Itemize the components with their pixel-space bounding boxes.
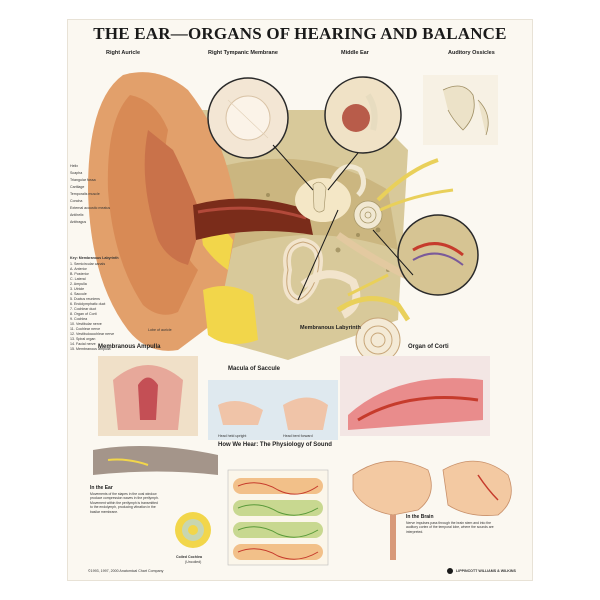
left-label: Temporalis muscle bbox=[70, 192, 100, 196]
key-item: 9. Cochlea bbox=[70, 317, 88, 321]
label-right-auricle: Right Auricle bbox=[106, 50, 141, 56]
key-item: 10. Vestibular nerve bbox=[70, 322, 102, 326]
label-coiled-cochlea: Coiled Cochlea bbox=[176, 555, 202, 559]
key-item: 11. Cochlear nerve bbox=[70, 327, 101, 331]
left-label: Triangular fossa bbox=[70, 178, 96, 182]
key-item: 7. Cochlear duct bbox=[70, 307, 97, 311]
left-label: Concha bbox=[70, 199, 83, 203]
key-item: C. Lateral bbox=[70, 277, 86, 281]
key-item: 4. Saccule bbox=[70, 292, 87, 296]
in-the-ear-text: Movements of the stapes in the oval wind… bbox=[90, 492, 159, 514]
key-item: 8. Organ of Corti bbox=[70, 312, 97, 316]
key-item: 13. Spiral organ bbox=[70, 337, 96, 341]
label-head-upright: Head held upright bbox=[218, 434, 247, 438]
label-middle-ear: Middle Ear bbox=[341, 50, 369, 56]
left-label: Cartilage bbox=[70, 185, 85, 189]
label-lobe-of-auricle: Lobe of auricle bbox=[148, 328, 172, 332]
key-item: 12. Vestibulocochlear nerve bbox=[70, 332, 115, 336]
ear-illustration bbox=[88, 72, 512, 574]
left-label: Antihelix bbox=[70, 213, 84, 217]
footer-copyright: ©1993, 1997, 2000 Anatomical Chart Compa… bbox=[88, 569, 164, 573]
section-organ-of-corti: Organ of Corti bbox=[408, 344, 449, 350]
left-label: Helix bbox=[70, 164, 78, 168]
key-item: A. Anterior bbox=[70, 267, 87, 271]
publisher-logo: LIPPINCOTT WILLIAMS & WILKINS bbox=[456, 569, 516, 573]
left-label: Scapha bbox=[70, 171, 83, 175]
section-macula-of-saccule: Macula of Saccule bbox=[228, 366, 281, 372]
section-in-the-brain: In the Brain bbox=[406, 514, 434, 520]
left-label: Antitragus bbox=[70, 220, 87, 224]
key-item: 14. Facial nerve bbox=[70, 342, 96, 346]
section-how-we-hear: How We Hear: The Physiology of Sound bbox=[218, 442, 332, 448]
key-item: 1. Semicircular canals bbox=[70, 262, 106, 266]
key-item: 3. Utricle bbox=[70, 287, 85, 291]
label-membranous-labyrinth: Membranous Labyrinth bbox=[300, 325, 361, 331]
label-auditory-ossicles: Auditory Ossicles bbox=[448, 50, 495, 56]
key-item: B. Posterior bbox=[70, 272, 89, 276]
in-the-brain-text: Nerve impulses pass through the brain st… bbox=[406, 521, 494, 534]
left-label: External acoustic meatus bbox=[70, 206, 111, 210]
key-title: Key: Membranous Labyrinth bbox=[70, 256, 119, 260]
label-head-bent: Head bent forward bbox=[283, 434, 313, 438]
key-item: 5. Ductus reuniens bbox=[70, 297, 100, 301]
label-right-tympanic-membrane: Right Tympanic Membrane bbox=[208, 50, 278, 56]
section-in-the-ear: In the Ear bbox=[90, 485, 113, 491]
page-title: THE EAR—ORGANS OF HEARING AND BALANCE bbox=[93, 24, 507, 43]
label-uncoiled: (Uncoiled) bbox=[185, 560, 202, 564]
key-item: 2. Ampulla bbox=[70, 282, 87, 286]
section-membranous-ampulla: Membranous Ampulla bbox=[98, 344, 161, 350]
key-item: 15. Membranous ampulla bbox=[70, 347, 111, 351]
poster: THE EAR—ORGANS OF HEARING AND BALANCE Ri… bbox=[68, 20, 532, 580]
key-item: 6. Endolymphatic duct bbox=[70, 302, 106, 306]
